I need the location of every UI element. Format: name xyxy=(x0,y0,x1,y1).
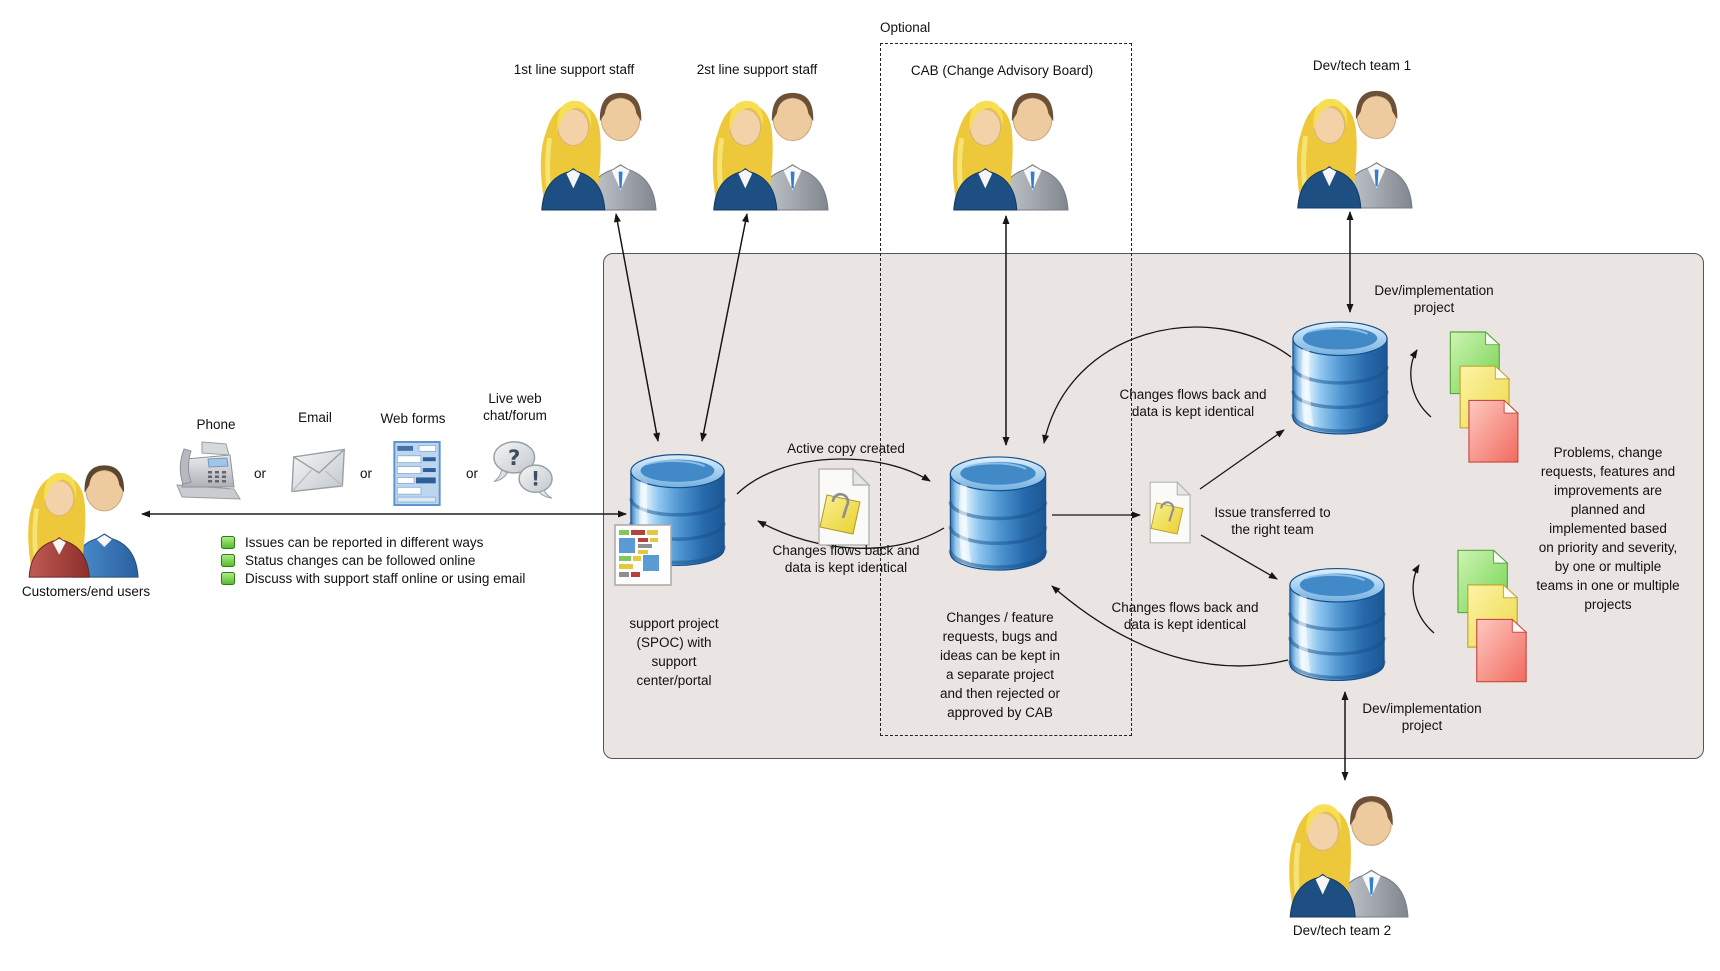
arrow-issue-to-devdb-top xyxy=(1199,429,1285,490)
support-portal-dashboard-icon xyxy=(614,524,672,586)
issue-transferred-label: Issue transferred to the right team xyxy=(1214,505,1331,537)
optional-label: Optional xyxy=(880,20,931,35)
web-form-icon xyxy=(393,441,441,506)
curve-docs-to-devdb-bottom xyxy=(1411,564,1435,634)
arrow-issue-to-devdb-bottom xyxy=(1200,534,1278,580)
curve-changes-back-bottom xyxy=(1051,585,1289,667)
phone-icon xyxy=(174,437,242,501)
optional-cab-box xyxy=(880,43,1132,736)
cab-label: CAB (Change Advisory Board) xyxy=(910,63,1094,78)
dev-team-1-people-icon xyxy=(1284,80,1414,210)
first-line-support-label: 1st line support staff xyxy=(513,62,635,77)
changes-project-label: Changes / feature requests, bugs and ide… xyxy=(939,610,1061,720)
changes-flow-back-support-label: Changes flows back and data is kept iden… xyxy=(772,543,920,575)
dev-project-bottom-database-icon xyxy=(1286,561,1388,688)
dev-project-top-database-icon xyxy=(1289,315,1391,441)
chat-exclamation-glyph: ! xyxy=(531,468,540,491)
email-label: Email xyxy=(298,410,332,425)
dev-project-top-label: Dev/implementation project xyxy=(1374,283,1494,315)
arrow-supportdb-to-secondline xyxy=(701,213,749,442)
first-line-support-people-icon xyxy=(528,82,658,212)
live-chat-label: Live web chat/forum xyxy=(483,391,547,423)
dev-team-1-label: Dev/tech team 1 xyxy=(1312,58,1412,73)
benefit-row-3: Discuss with support staff online or usi… xyxy=(221,570,525,586)
customers-people-icon xyxy=(16,448,140,586)
arrow-supportdb-to-firstline xyxy=(614,213,659,442)
benefit-text-2: Status changes can be followed online xyxy=(245,552,476,568)
support-project-label: support project (SPOC) with support cent… xyxy=(629,616,719,688)
second-line-support-people-icon xyxy=(700,82,830,212)
green-check-bullet-icon xyxy=(221,572,235,585)
benefit-row-1: Issues can be reported in different ways xyxy=(221,534,483,550)
planning-note-label: Problems, change requests, features and … xyxy=(1536,445,1680,612)
dev-team-2-people-icon xyxy=(1276,783,1410,921)
curve-docs-to-devdb-top xyxy=(1409,349,1432,418)
chat-question-glyph: ? xyxy=(508,446,520,471)
or-separator-3: or xyxy=(465,466,478,481)
second-line-support-label: 2st line support staff xyxy=(696,62,818,77)
benefit-text-3: Discuss with support staff online or usi… xyxy=(245,570,526,586)
benefit-text-1: Issues can be reported in different ways xyxy=(245,534,484,550)
curve-active-copy xyxy=(736,458,931,495)
customers-label: Customers/end users xyxy=(21,584,151,599)
green-check-bullet-icon xyxy=(221,536,235,549)
dev-team-2-label: Dev/tech team 2 xyxy=(1292,923,1392,938)
email-icon xyxy=(290,444,348,498)
or-separator-1: or xyxy=(253,466,266,481)
phone-label: Phone xyxy=(196,417,236,432)
green-check-bullet-icon xyxy=(221,554,235,567)
chat-bubbles-icon: ? ! xyxy=(493,441,553,499)
issue-copy-note-icon xyxy=(816,464,873,550)
curve-changes-back-support xyxy=(757,520,945,549)
changes-project-database-icon xyxy=(946,450,1050,577)
cab-people-icon xyxy=(940,82,1070,212)
dev-project-bottom-label: Dev/implementation project xyxy=(1362,701,1482,733)
curve-changes-back-top xyxy=(1042,326,1292,444)
active-copy-label: Active copy created xyxy=(787,441,905,456)
changes-flow-back-bottom-label: Changes flows back and data is kept iden… xyxy=(1111,600,1259,632)
or-separator-2: or xyxy=(359,466,372,481)
changes-flow-back-top-label: Changes flows back and data is kept iden… xyxy=(1119,387,1267,419)
benefit-row-2: Status changes can be followed online xyxy=(221,552,475,568)
web-forms-label: Web forms xyxy=(380,411,446,426)
